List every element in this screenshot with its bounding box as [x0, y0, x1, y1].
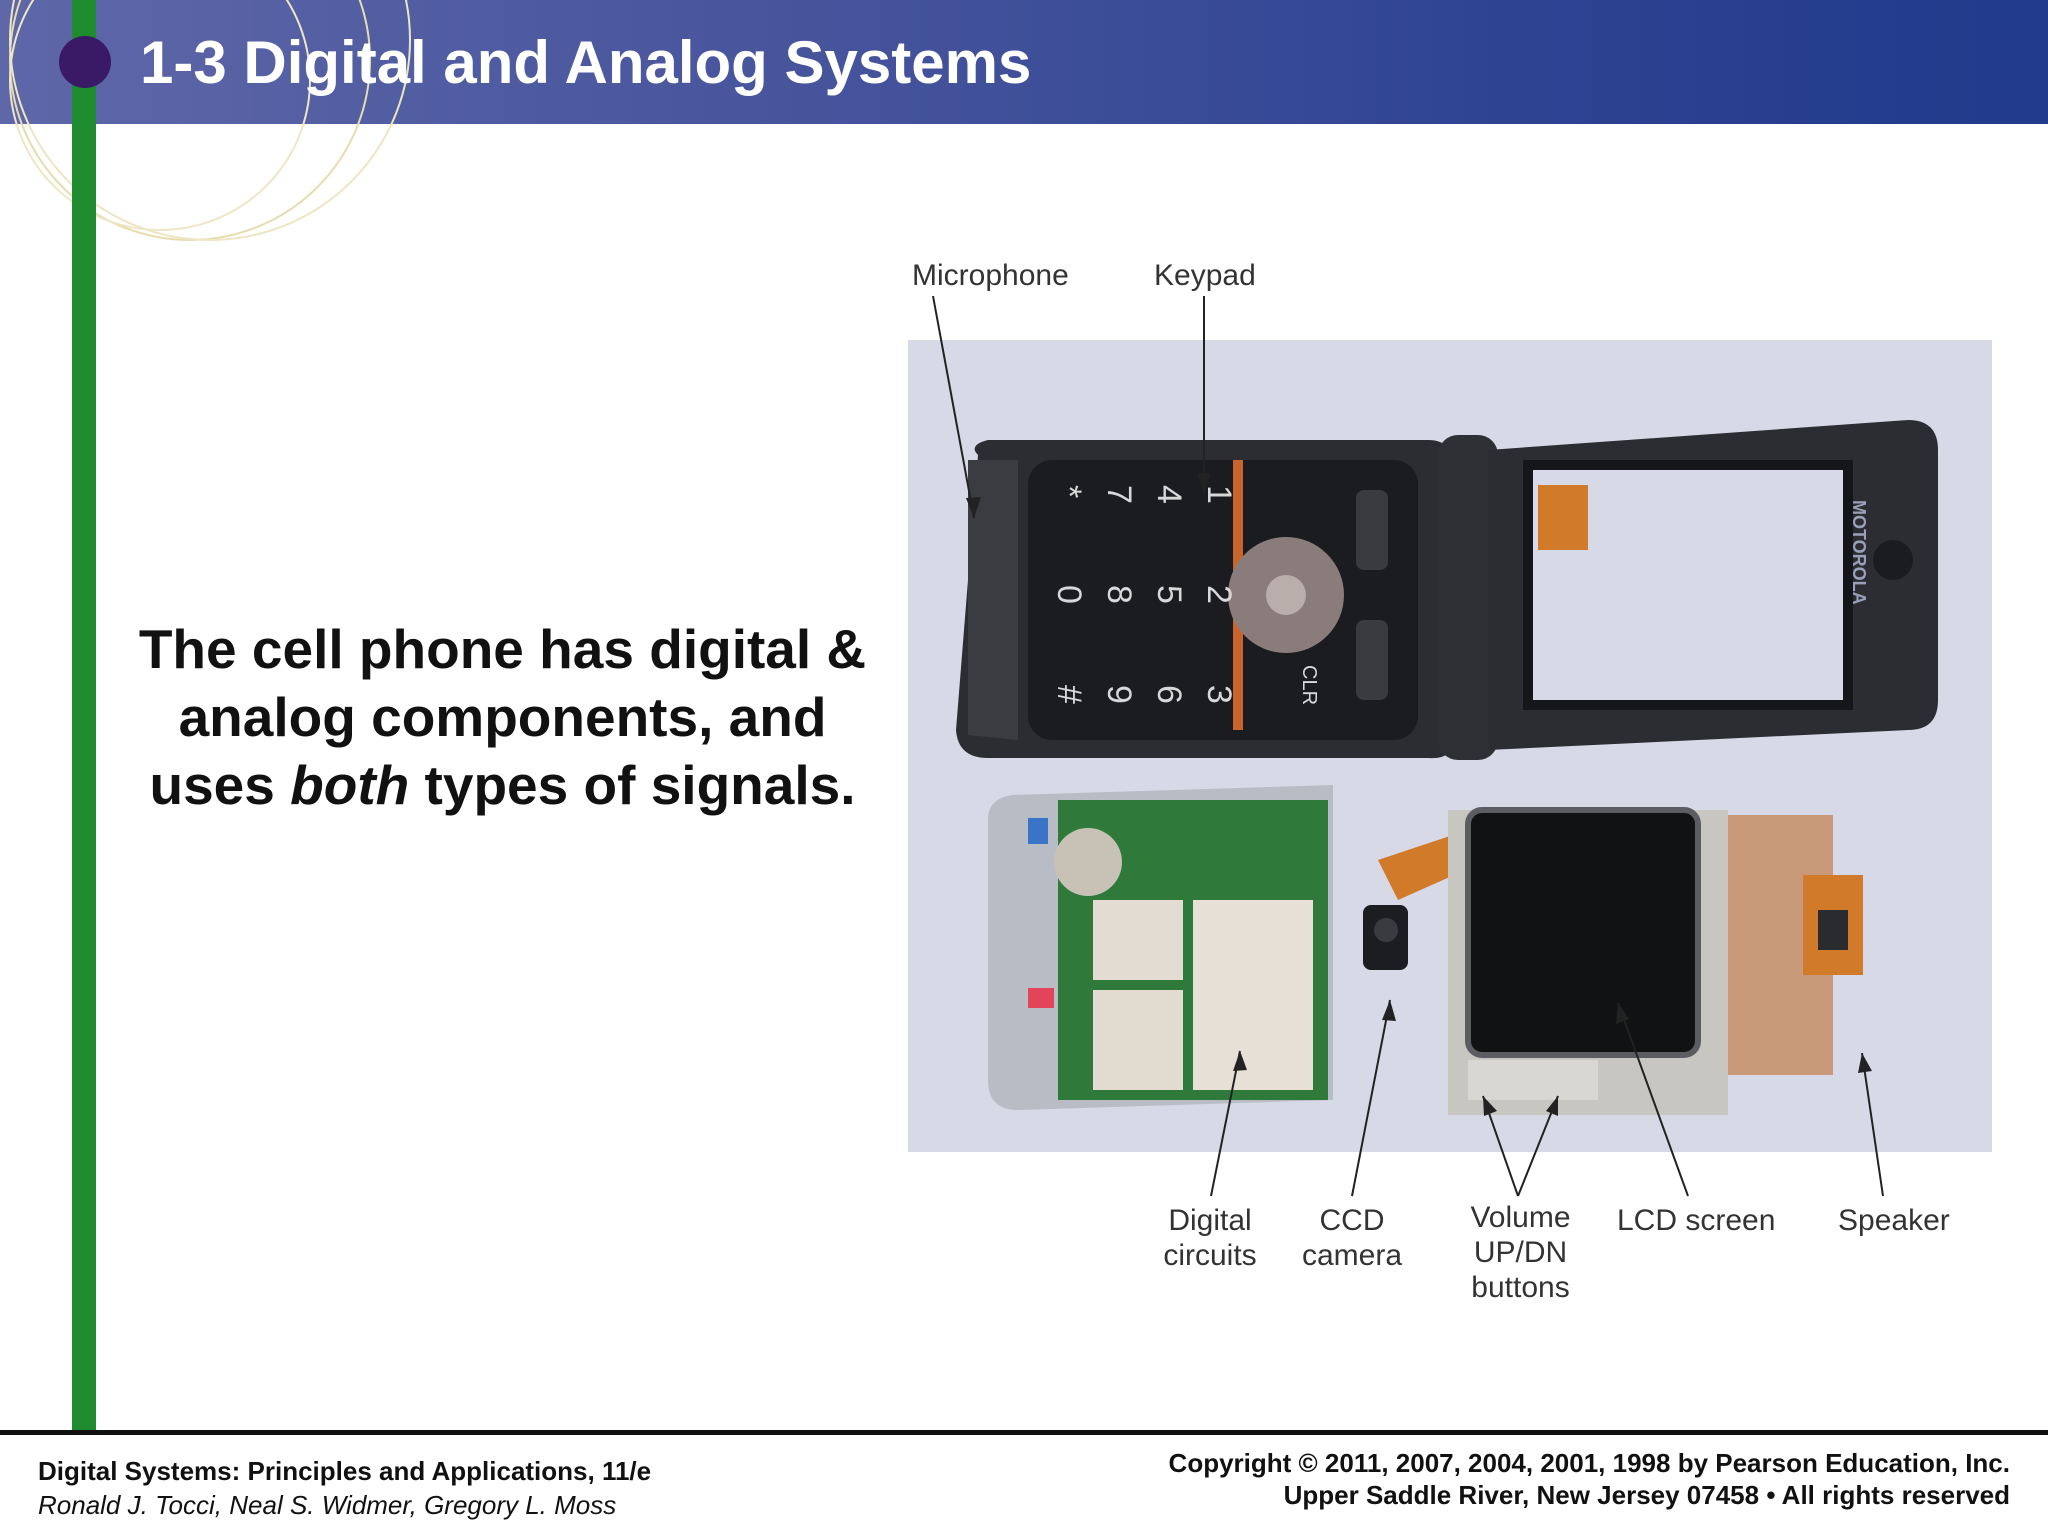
key-2: 2: [1200, 585, 1238, 604]
label-volume-buttons: Volume UP/DN buttons: [1463, 1200, 1578, 1305]
label-volume-line1: Volume: [1470, 1201, 1571, 1234]
key-8: 8: [1100, 585, 1138, 604]
key-6: 6: [1150, 685, 1188, 704]
label-volume-line2: UP/DN: [1473, 1236, 1568, 1269]
footer-authors: Ronald J. Tocci, Neal S. Widmer, Gregory…: [38, 1490, 617, 1520]
label-keypad: Keypad: [1154, 259, 1256, 292]
title-bar: [0, 0, 2048, 124]
label-speaker: Speaker: [1838, 1204, 1950, 1237]
phone-display-half: MOTOROLA: [1488, 420, 1938, 750]
footer-copyright: Copyright © 2011, 2007, 2004, 2001, 1998…: [1168, 1448, 2010, 1478]
slide-title: 1-3 Digital and Analog Systems: [140, 29, 1032, 96]
label-ccd-camera-line2: camera: [1301, 1239, 1403, 1272]
label-digital-circuits-line2: circuits: [1163, 1239, 1257, 1272]
key-hash: #: [1050, 685, 1088, 704]
footer-rule: [0, 1430, 2048, 1435]
left-accent-bar: [72, 0, 96, 1432]
label-digital-circuits-line1: Digital: [1168, 1204, 1252, 1237]
label-microphone: Microphone: [912, 259, 1069, 292]
phone-hinge: [1438, 435, 1498, 760]
lcd-module: [1378, 807, 1863, 1115]
cell-phone-photo: 1 2 3 4 5 6 7 8 9 * 0 # CLR: [908, 340, 1992, 1152]
key-7: 7: [1100, 485, 1138, 504]
brand-mark: MOTOROLA: [1849, 500, 1869, 605]
label-ccd-camera: CCD camera: [1292, 1203, 1412, 1273]
decorative-swirl: [9, 0, 411, 241]
key-5: 5: [1150, 585, 1188, 604]
key-4: 4: [1150, 485, 1188, 504]
title-bullet-icon: [59, 36, 111, 88]
body-text: The cell phone has digital & analog comp…: [125, 615, 880, 819]
label-lcd-screen: LCD screen: [1617, 1204, 1776, 1237]
phone-keypad-half: 1 2 3 4 5 6 7 8 9 * 0 # CLR: [956, 440, 1453, 759]
key-9: 9: [1100, 685, 1138, 704]
footer-book-title: Digital Systems: Principles and Applicat…: [38, 1456, 652, 1486]
key-1: 1: [1200, 485, 1238, 504]
label-volume-line3: buttons: [1471, 1271, 1570, 1304]
key-0: 0: [1050, 585, 1088, 604]
body-text-start: The cell phone has digital & analog comp…: [138, 618, 867, 816]
label-digital-circuits: Digital circuits: [1160, 1203, 1260, 1273]
ccd-camera-part: [1363, 905, 1408, 970]
body-text-end: types of signals.: [409, 754, 856, 816]
footer-publisher: Upper Saddle River, New Jersey 07458 • A…: [1283, 1480, 2010, 1510]
key-3: 3: [1200, 685, 1238, 704]
label-ccd-camera-line1: CCD: [1319, 1204, 1385, 1237]
key-clr: CLR: [1298, 665, 1320, 705]
circuit-board: [988, 785, 1333, 1110]
body-text-emphasis: both: [290, 754, 410, 816]
key-star: *: [1050, 485, 1088, 498]
